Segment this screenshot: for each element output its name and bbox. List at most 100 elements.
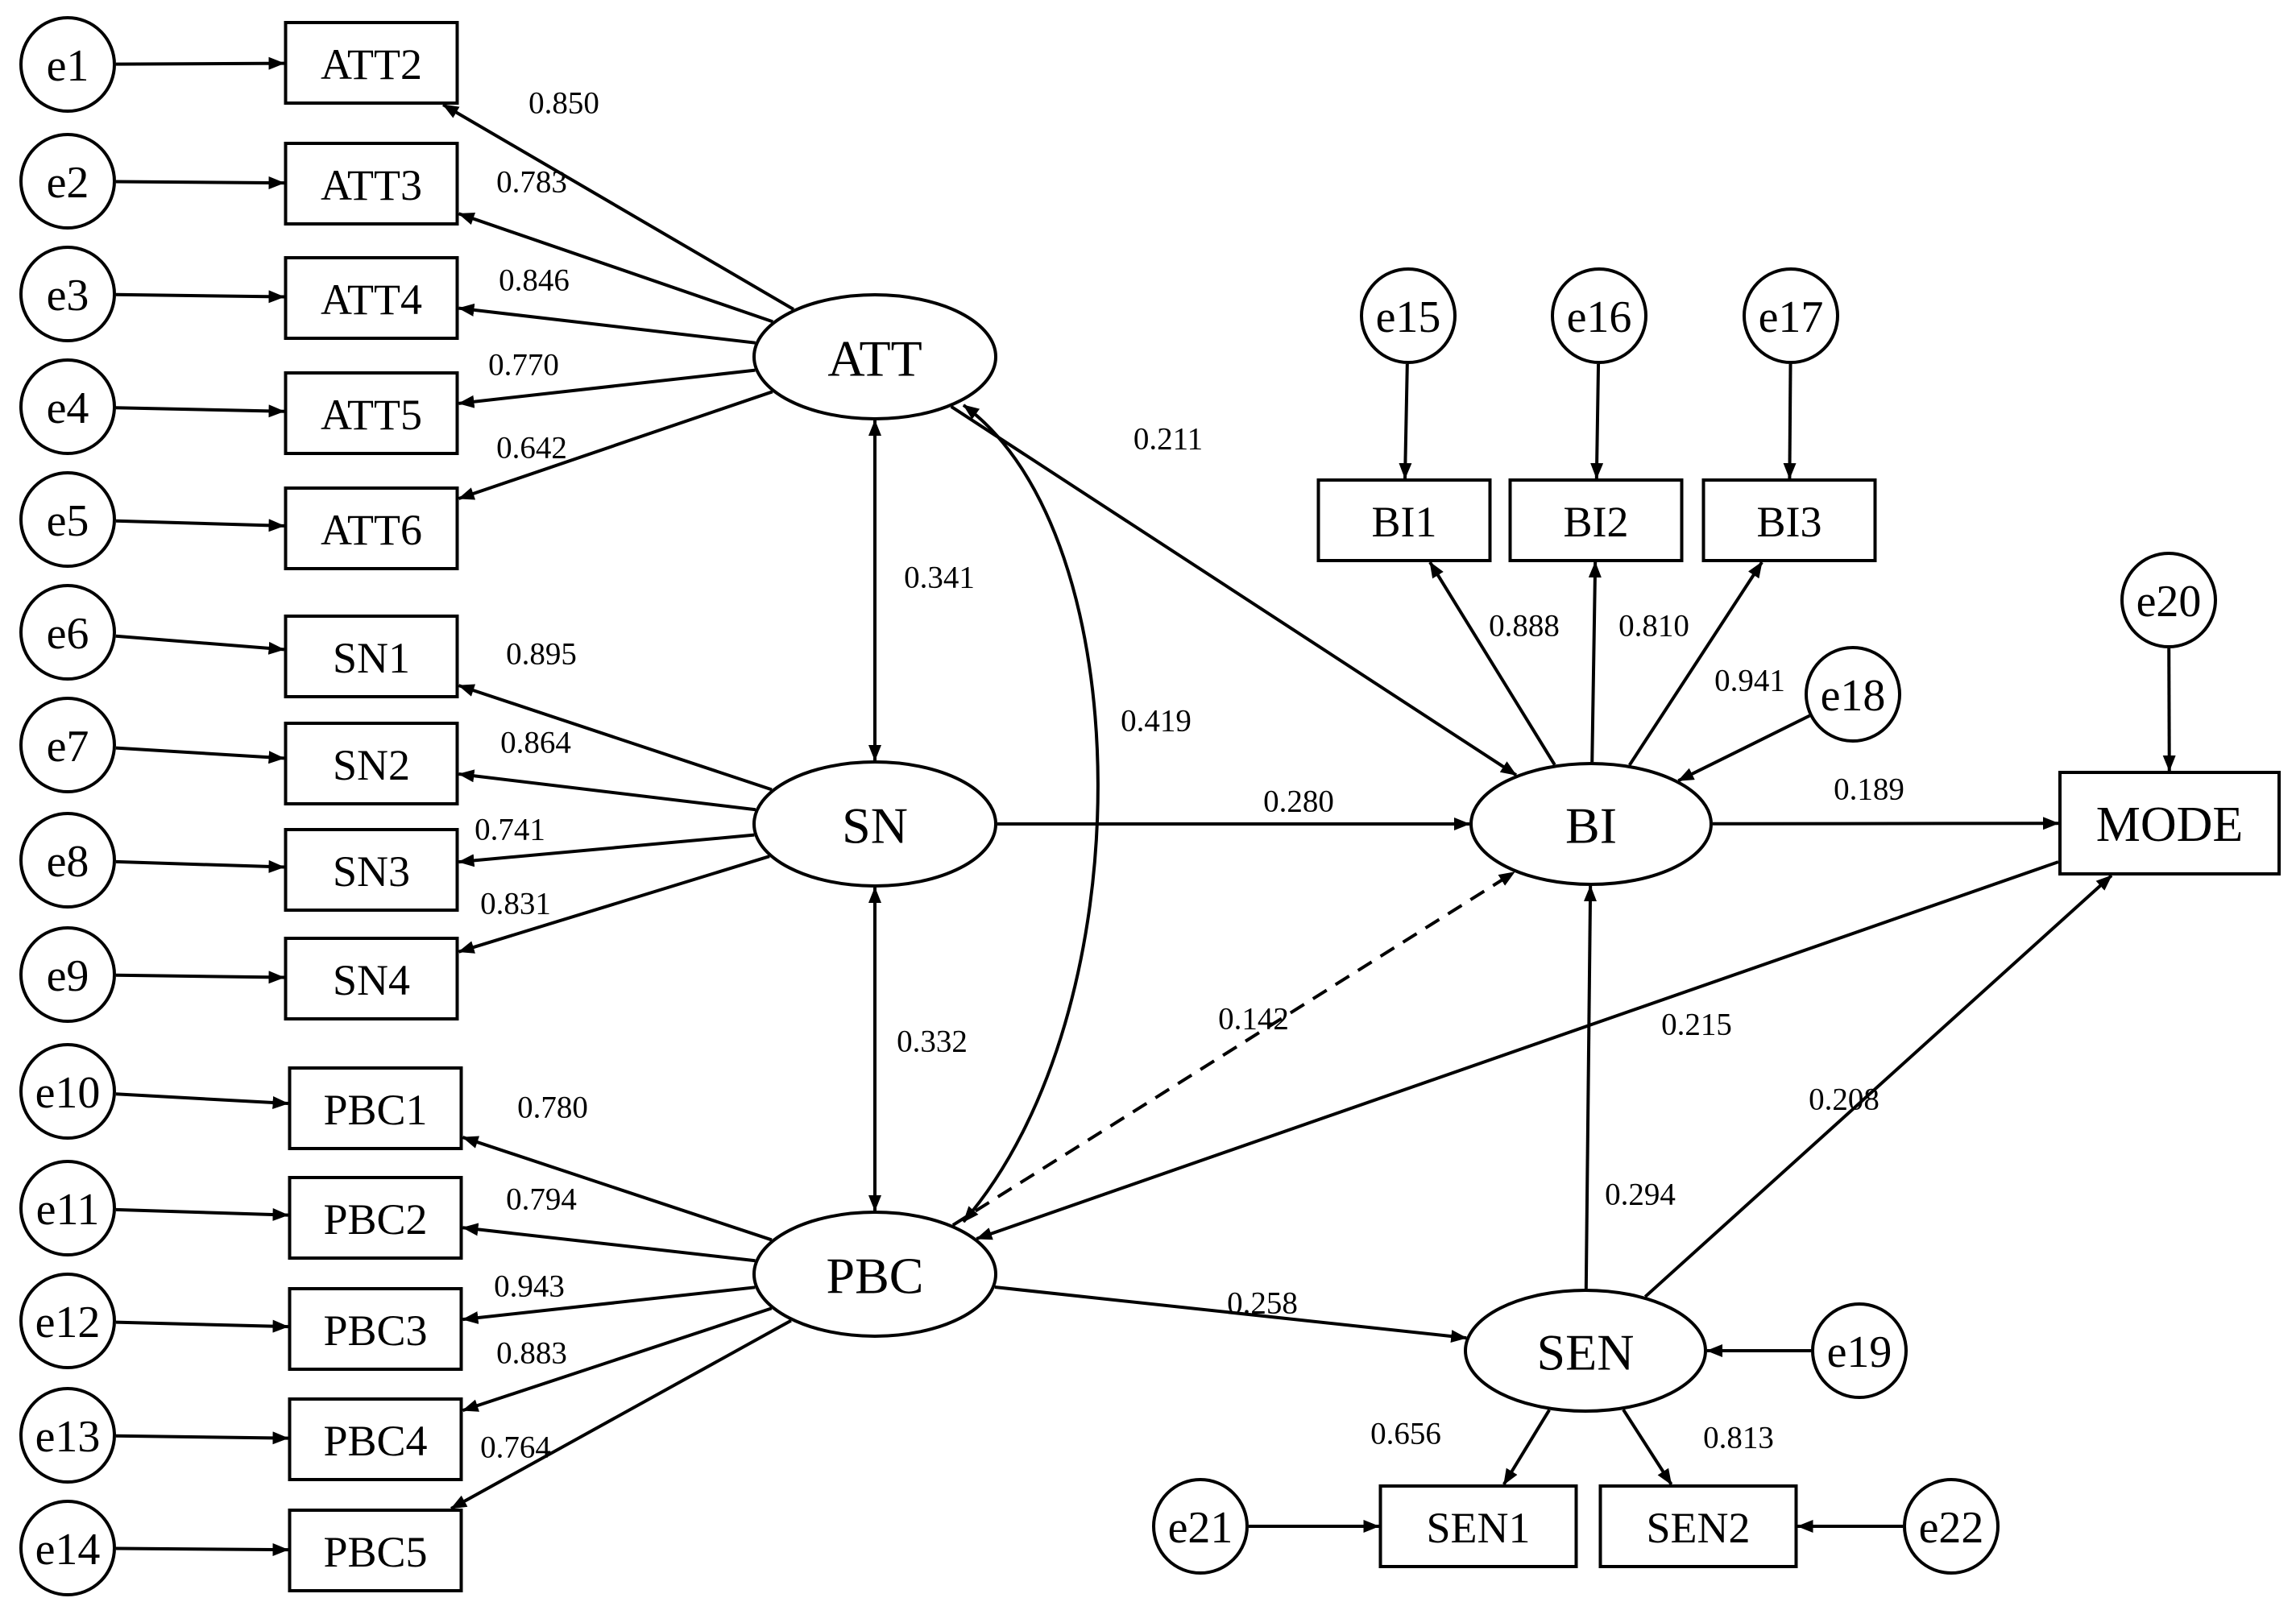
node-e6: e6 xyxy=(19,584,116,681)
edge-label-bi-mode: 0.189 xyxy=(1834,772,1904,807)
edge-pbc-to-bi xyxy=(951,871,1515,1227)
edge-pbc-to-pbc3 xyxy=(462,1285,756,1324)
edge-label-bi-bi1: 0.888 xyxy=(1489,609,1560,644)
e20-label: e20 xyxy=(2136,577,2202,627)
edge-sen-to-sen1 xyxy=(1502,1409,1551,1486)
att6-label: ATT6 xyxy=(321,506,422,554)
e17-circle xyxy=(1743,267,1839,364)
edge-label-sn-pbc: 0.332 xyxy=(897,1025,968,1059)
e13-label: e13 xyxy=(35,1412,101,1462)
edge-e10-to-pbc1 xyxy=(115,1092,289,1109)
e17-label: e17 xyxy=(1759,292,1824,342)
edge-att-to-att4 xyxy=(458,303,756,345)
edge-e17-to-bi3 xyxy=(1783,363,1797,479)
e18-circle xyxy=(1805,646,1901,743)
att6-rect xyxy=(284,486,459,570)
sn1-label: SN1 xyxy=(333,634,410,682)
e5-circle xyxy=(19,471,116,568)
edges-layer xyxy=(115,56,2176,1556)
e22-label: e22 xyxy=(1919,1503,1984,1553)
edge-att-to-att3 xyxy=(458,212,773,324)
edge-label-att-pbc: 0.419 xyxy=(1121,704,1192,739)
edge-sn-to-sn3 xyxy=(458,833,755,867)
node-e11: e11 xyxy=(19,1160,116,1256)
node-e8: e8 xyxy=(19,812,116,909)
sn-label: SN xyxy=(842,797,908,855)
att4-label: ATT4 xyxy=(321,275,422,324)
e22-circle xyxy=(1903,1478,2000,1575)
pbc2-label: PBC2 xyxy=(323,1195,427,1244)
sen-label: SEN xyxy=(1537,1324,1635,1381)
edge-e11-to-pbc2 xyxy=(115,1207,289,1221)
bi2-rect xyxy=(1508,478,1684,562)
e6-label: e6 xyxy=(47,609,89,659)
pbc3-rect xyxy=(288,1287,463,1371)
node-att2: ATT2 xyxy=(284,21,459,105)
edge-label-sn-sn1: 0.895 xyxy=(506,637,577,672)
edge-e15-to-bi1 xyxy=(1399,363,1412,479)
pbc-label: PBC xyxy=(827,1248,924,1305)
node-pbc5: PBC5 xyxy=(288,1509,463,1592)
edge-sn-to-sn2 xyxy=(458,769,756,812)
bi1-label: BI1 xyxy=(1372,498,1437,546)
node-mode: MODE xyxy=(2058,771,2281,876)
node-pbc2: PBC2 xyxy=(288,1176,463,1260)
edge-bi-to-bi1 xyxy=(1428,561,1556,766)
node-sn4: SN4 xyxy=(284,937,459,1020)
node-sen2: SEN2 xyxy=(1598,1484,1798,1568)
node-e3: e3 xyxy=(19,246,116,342)
edge-label-pbc-pbc3: 0.943 xyxy=(494,1269,565,1304)
bi-label: BI xyxy=(1565,797,1617,855)
e16-circle xyxy=(1551,267,1647,364)
edge-att-to-att6 xyxy=(458,390,773,500)
bi-ellipse xyxy=(1469,762,1713,886)
node-e20: e20 xyxy=(2120,552,2217,648)
edge-e12-to-pbc3 xyxy=(115,1319,289,1333)
sn2-rect xyxy=(284,722,459,805)
edge-e13-to-pbc4 xyxy=(115,1431,289,1445)
att-label: ATT xyxy=(827,330,922,387)
att4-rect xyxy=(284,256,459,340)
att2-rect xyxy=(284,21,459,105)
node-pbc4: PBC4 xyxy=(288,1397,463,1481)
pbc3-label: PBC3 xyxy=(323,1306,427,1355)
node-bi1: BI1 xyxy=(1316,478,1492,562)
node-e2: e2 xyxy=(19,133,116,230)
node-att6: ATT6 xyxy=(284,486,459,570)
node-att4: ATT4 xyxy=(284,256,459,340)
node-e9: e9 xyxy=(19,926,116,1023)
edge-label-pbc-pbc1: 0.780 xyxy=(517,1091,588,1125)
node-pbc1: PBC1 xyxy=(288,1066,463,1150)
edge-e18-to-bi xyxy=(1677,714,1811,783)
e9-circle xyxy=(19,926,116,1023)
edge-att-to-bi xyxy=(950,405,1518,777)
e4-label: e4 xyxy=(47,383,89,433)
edge-e5-to-att6 xyxy=(115,519,285,532)
bi1-rect xyxy=(1316,478,1492,562)
e16-label: e16 xyxy=(1567,292,1632,342)
edge-e7-to-sn2 xyxy=(115,746,285,764)
edge-e8-to-sn3 xyxy=(115,859,285,873)
node-att: ATT xyxy=(752,293,997,420)
node-e17: e17 xyxy=(1743,267,1839,364)
edge-pbc-to-pbc5 xyxy=(450,1318,792,1510)
e10-label: e10 xyxy=(35,1068,101,1118)
node-e7: e7 xyxy=(19,697,116,793)
edge-sen-to-bi xyxy=(1583,884,1597,1289)
edge-att-to-att5 xyxy=(458,368,756,408)
edge-label-sen-sen1: 0.656 xyxy=(1370,1417,1441,1451)
pbc1-label: PBC1 xyxy=(323,1086,427,1134)
edge-label-att-att6: 0.642 xyxy=(496,431,567,466)
edge-sn-to-sn1 xyxy=(458,684,773,792)
edge-label-bi-bi3: 0.941 xyxy=(1714,664,1785,698)
node-e1: e1 xyxy=(19,16,116,113)
e14-label: e14 xyxy=(35,1525,101,1575)
edge-label-att-bi: 0.211 xyxy=(1133,422,1203,457)
e2-circle xyxy=(19,133,116,230)
node-bi2: BI2 xyxy=(1508,478,1684,562)
e15-circle xyxy=(1360,267,1457,364)
e8-circle xyxy=(19,812,116,909)
edge-labels-layer: 0.8500.7830.8460.7700.6420.8950.8640.741… xyxy=(475,86,1904,1465)
e11-circle xyxy=(19,1160,116,1256)
edge-label-pbc-bi: 0.142 xyxy=(1218,1002,1289,1037)
